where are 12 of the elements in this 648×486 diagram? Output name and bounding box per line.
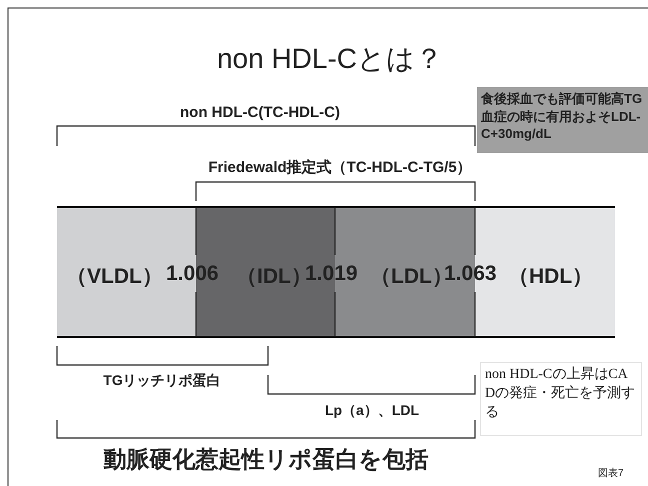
lipoprotein-label: （VLDL） (66, 264, 163, 290)
slide-title: non HDL-Cとは？ (216, 42, 444, 76)
density-value: 1.019 (305, 262, 358, 286)
bracket-label: Friedewald推定式（TC-HDL-C-TG/5） (208, 158, 472, 177)
bracket-label: TGリッチリポ蛋白 (103, 372, 221, 390)
note-text: non HDL-Cの上昇はCADの発症・死亡を予測する (480, 362, 642, 436)
bracket-label: 動脈硬化惹起性リポ蛋白を包括 (104, 445, 428, 474)
bracket-label: Lp（a）、LDL (324, 402, 420, 420)
figure-number: 図表7 (598, 466, 624, 480)
lipoprotein-label: （HDL） (508, 264, 594, 290)
note-box: 食後採血でも評価可能高TG血症の時に有用およそLDL-C+30mg/dL (477, 87, 648, 153)
bracket-label: non HDL-C(TC-HDL-C) (180, 104, 340, 121)
